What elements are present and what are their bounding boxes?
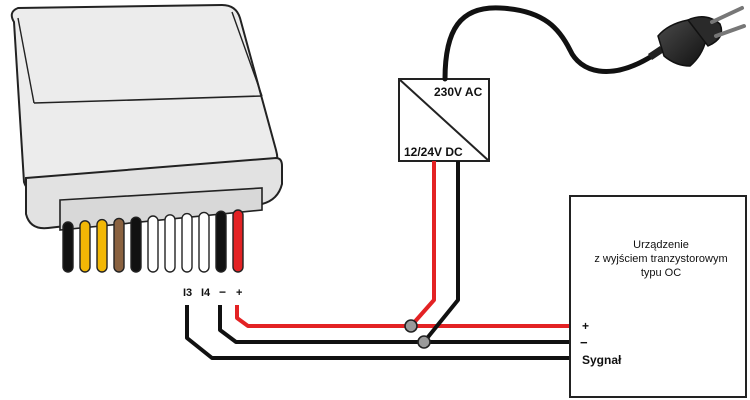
- wire-signal: [185, 305, 570, 360]
- wire-ground: [218, 305, 570, 344]
- psu-wire-positive: [409, 161, 436, 328]
- device-title-line-1: Urządzenie: [633, 239, 689, 251]
- module-wire: [198, 211, 210, 273]
- module-wire: [232, 209, 244, 273]
- module-wire-bundle: [62, 209, 244, 273]
- module-wire: [164, 214, 176, 273]
- module-wire: [130, 216, 142, 273]
- wire-positive: [235, 305, 570, 328]
- module-wire: [79, 220, 91, 273]
- power-plug-icon: [648, 6, 746, 67]
- power-supply-input-label: 230V AC: [434, 85, 483, 99]
- terminal-labels: I3 I4 − +: [183, 285, 242, 299]
- device-title-line-3: typu OC: [641, 267, 681, 279]
- junction-negative: [417, 335, 431, 349]
- power-supply-output-label: 12/24V DC: [404, 145, 463, 159]
- oc-device: Urządzenie z wyjściem tranzystorowym typ…: [569, 195, 747, 398]
- terminal-label-i3: I3: [183, 287, 192, 299]
- terminal-label-i4: I4: [201, 287, 211, 299]
- module-wire: [62, 221, 74, 273]
- module-wire: [181, 212, 193, 273]
- terminal-label-plus: +: [236, 287, 242, 299]
- device-minus-label: −: [580, 335, 588, 350]
- device-signal-label: Sygnał: [582, 353, 622, 367]
- module-wire: [113, 217, 125, 273]
- terminal-label-minus: −: [219, 285, 226, 299]
- power-cord: [442, 5, 655, 82]
- power-supply: 230V AC 12/24V DC: [398, 78, 490, 162]
- module-wire: [215, 210, 227, 273]
- module-wire: [147, 215, 159, 273]
- controller-module: [10, 3, 283, 231]
- device-plus-label: +: [582, 319, 589, 333]
- psu-wire-negative: [422, 161, 460, 344]
- module-wire: [96, 218, 108, 273]
- junction-positive: [404, 319, 418, 333]
- device-title-line-2: z wyjściem tranzystorowym: [594, 253, 727, 265]
